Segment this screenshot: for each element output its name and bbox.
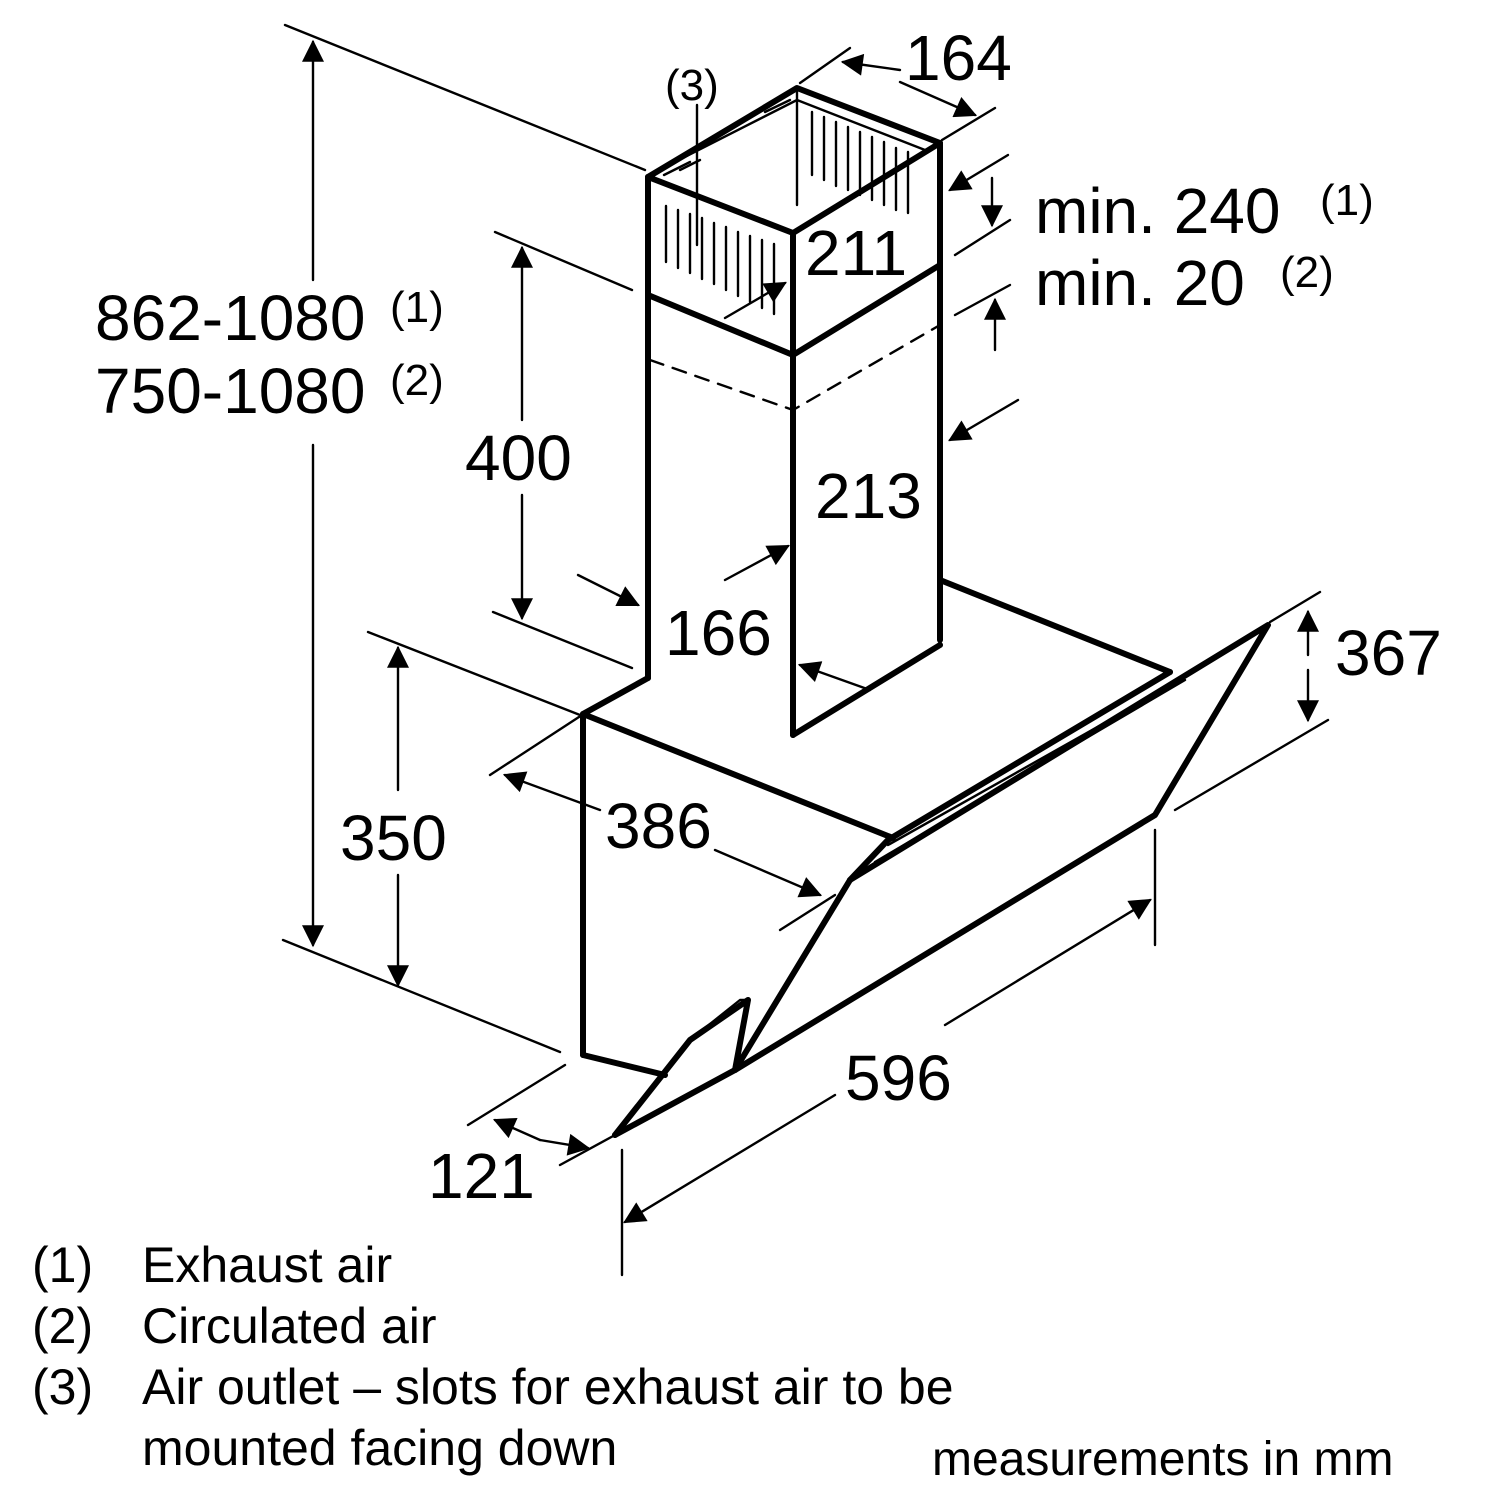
vent-slots-front <box>664 204 776 316</box>
legend-text-1: Exhaust air <box>142 1237 392 1293</box>
outlet-callout-label: (3) <box>665 61 719 110</box>
chimney-lower-height-label: 400 <box>465 422 572 494</box>
body-depth-label: 386 <box>605 790 712 862</box>
chimney-lower-width-label: 213 <box>815 460 922 532</box>
chimney-lower-depth-label: 166 <box>665 597 772 669</box>
total-height-circulated-ref: (2) <box>390 356 444 405</box>
chimney-upper-depth-label: 164 <box>905 22 1012 94</box>
width-label: 596 <box>845 1042 952 1114</box>
legend-key-1: (1) <box>32 1237 93 1293</box>
legend-key-3: (3) <box>32 1359 93 1415</box>
front-offset-label: 121 <box>428 1140 535 1212</box>
legend-text-4: mounted facing down <box>142 1420 617 1476</box>
total-height-circulated-label: 750-1080 <box>95 355 365 427</box>
total-height-exhaust-label: 862-1080 <box>95 282 365 354</box>
dimension-lines <box>302 39 1319 1224</box>
glass-canopy <box>612 622 1271 1138</box>
hood-body <box>580 577 1173 1078</box>
dimension-labels: 862-1080 (1) 750-1080 (2) 164 (3) 211 mi… <box>95 22 1442 1212</box>
total-height-exhaust-ref: (1) <box>390 283 444 332</box>
legend: (1) Exhaust air (2) Circulated air (3) A… <box>32 1237 954 1476</box>
gap-exhaust-label: min. 240 <box>1035 175 1280 247</box>
legend-text-3: Air outlet – slots for exhaust air to be <box>142 1359 954 1415</box>
legend-text-2: Circulated air <box>142 1298 437 1354</box>
units-note: measurements in mm <box>932 1433 1393 1486</box>
chimney-upper-width-label: 211 <box>805 217 907 289</box>
gap-exhaust-ref: (1) <box>1320 176 1374 225</box>
gap-circulated-label: min. 20 <box>1035 247 1245 319</box>
gap-circulated-ref: (2) <box>1280 248 1334 297</box>
legend-key-2: (2) <box>32 1298 93 1354</box>
body-height-label: 350 <box>340 802 447 874</box>
vent-slots-back <box>810 110 910 215</box>
glass-height-label: 367 <box>1335 617 1442 689</box>
